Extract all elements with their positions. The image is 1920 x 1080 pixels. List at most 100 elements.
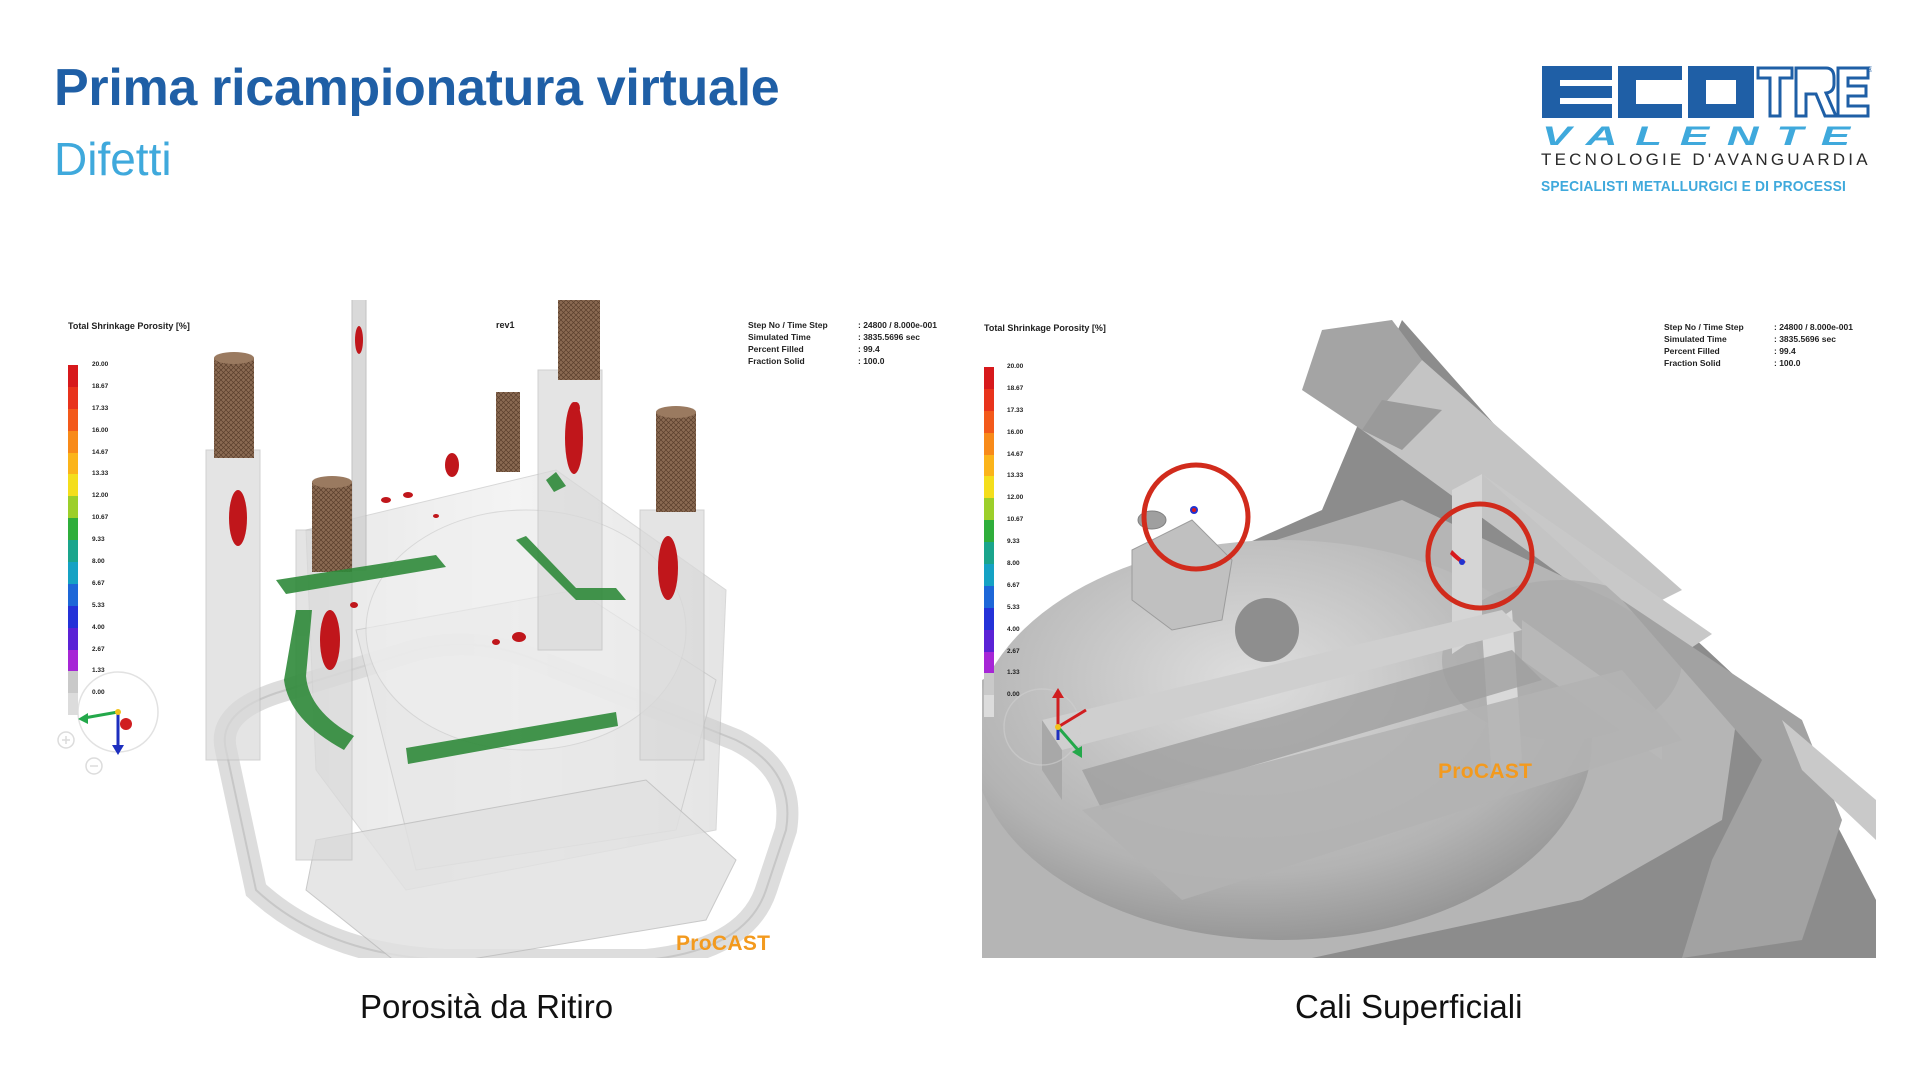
sim-info-value: : 99.4 (1774, 346, 1796, 356)
legend-tick: 2.67 (1007, 647, 1020, 655)
scale-step (984, 629, 994, 652)
legend-tick: 13.33 (92, 470, 109, 478)
sim-info-label: Simulated Time (1664, 334, 1727, 344)
scale-step (984, 410, 994, 433)
scale-step (68, 583, 78, 606)
legend-tick: 1.33 (92, 667, 105, 675)
legend-tick: 9.33 (92, 536, 105, 544)
scale-step (68, 540, 78, 563)
sim-info-row: Fraction Solid: 100.0 (1664, 357, 1853, 369)
legend-tick: 9.33 (1007, 538, 1020, 546)
legend-tick: 0.00 (92, 689, 105, 697)
sim-info-row: Fraction Solid : 100.0 (748, 355, 937, 367)
sim-info-label: Step No / Time Step (1664, 322, 1744, 332)
color-scale-left (68, 365, 78, 716)
sim-info-label: Fraction Solid (748, 356, 805, 366)
scale-step (68, 562, 78, 584)
color-scale-right (984, 367, 994, 718)
scale-step (68, 671, 78, 694)
scale-step (984, 564, 994, 586)
legend-tick: 6.67 (1007, 581, 1020, 589)
scale-step (984, 498, 994, 521)
legend-tick: 5.33 (1007, 603, 1020, 611)
legend-tick: 12.00 (1007, 494, 1024, 502)
sim-info-value: : 99.4 (858, 344, 880, 354)
legend-tick: 16.00 (92, 426, 109, 434)
sim-info-row: Simulated Time: 3835.5696 sec (748, 331, 937, 343)
company-logo: ® VALENTE (1536, 56, 1873, 206)
legend-tick: 16.00 (1007, 428, 1024, 436)
logo-valente: VALENTE (1542, 121, 1868, 151)
scale-step (984, 673, 994, 696)
sim-info-value: : 24800 / 8.000e-001 (1774, 322, 1853, 332)
legend-tick: 8.00 (1007, 560, 1020, 568)
legend-tick: 4.00 (1007, 625, 1020, 633)
legend-tick: 20.00 (1007, 363, 1024, 370)
slide-title: Prima ricampionatura virtuale (54, 59, 780, 117)
sim-info-row: Percent Filled : 99.4 (1664, 345, 1853, 357)
legend-tick: 5.33 (92, 601, 105, 609)
scale-step (984, 520, 994, 543)
scale-step (984, 367, 994, 389)
sim-info-value: : 100.0 (858, 356, 885, 366)
registered-mark: ® (1867, 65, 1872, 74)
sim-info-label: Percent Filled (748, 344, 804, 354)
sim-info-label: Percent Filled (1664, 346, 1720, 356)
legend-tick: 13.33 (1007, 472, 1024, 480)
legend-tick: 4.00 (92, 623, 105, 631)
sim-info-value: : 3835.5696 sec (1774, 334, 1836, 344)
scale-step (984, 388, 994, 411)
porosity-defects (229, 326, 678, 670)
scale-step (68, 627, 78, 650)
axis-triad-right (1003, 688, 1087, 766)
surface-sink-simulation-view: ProCAST (982, 300, 1876, 958)
sim-info-value: : 3835.5696 sec (858, 332, 920, 342)
sim-info-row: Step No / Time Step : 24800 / 8.000e-001 (748, 319, 937, 331)
legend-tick: 12.00 (92, 492, 109, 500)
legend-tick: 6.67 (92, 579, 105, 587)
sim-info-value: : 24800 / 8.000e-001 (858, 320, 937, 330)
legend-tick: 17.33 (92, 404, 109, 412)
axis-triad (77, 671, 159, 755)
procast-label-right: ProCAST (1438, 760, 1533, 783)
legend-tick: 14.67 (92, 448, 109, 456)
sim-info-row: Simulated Time : 3835.5696 sec (1664, 333, 1853, 345)
scale-step (68, 474, 78, 497)
scale-step (68, 649, 78, 672)
scale-step (984, 454, 994, 477)
chill-regions (276, 472, 626, 764)
scale-step (68, 408, 78, 431)
legend-tick: 17.33 (1007, 406, 1024, 414)
scale-step (68, 605, 78, 628)
legend-tick: 20.00 (92, 361, 109, 368)
sim-info-label: Step No / Time Step (748, 320, 828, 330)
caption-right: Cali Superficiali (1295, 988, 1523, 1025)
legend-tick: 18.67 (92, 382, 109, 390)
logo-specialty: SPECIALISTI METALLURGICI E DI PROCESSI (1541, 178, 1846, 195)
scale-step (68, 518, 78, 541)
legend-title-right: Total Shrinkage Porosity [%] (984, 323, 1106, 333)
legend-title-left: Total Shrinkage Porosity [%] (68, 321, 190, 331)
scale-step (68, 430, 78, 453)
legend-tick: 18.67 (1007, 384, 1024, 392)
legend-tick: 8.00 (92, 558, 105, 566)
slide-subtitle: Difetti (54, 133, 172, 185)
caption-left: Porosità da Ritiro (360, 988, 614, 1025)
scale-step (68, 496, 78, 519)
scale-step (984, 585, 994, 608)
scale-step (984, 651, 994, 674)
scale-step (68, 693, 78, 716)
procast-label: ProCAST (676, 932, 771, 955)
defect-highlight-circles (1141, 462, 1535, 611)
legend-tick: 2.67 (92, 645, 105, 653)
legend-tick: 14.67 (1007, 450, 1024, 458)
view-label-left: rev1 (496, 320, 515, 330)
casting-3d-render (57, 300, 799, 958)
scale-step (68, 386, 78, 409)
sim-info-label: Fraction Solid (1664, 358, 1721, 368)
feeder-sleeves (214, 300, 696, 572)
view-controls (57, 731, 103, 775)
